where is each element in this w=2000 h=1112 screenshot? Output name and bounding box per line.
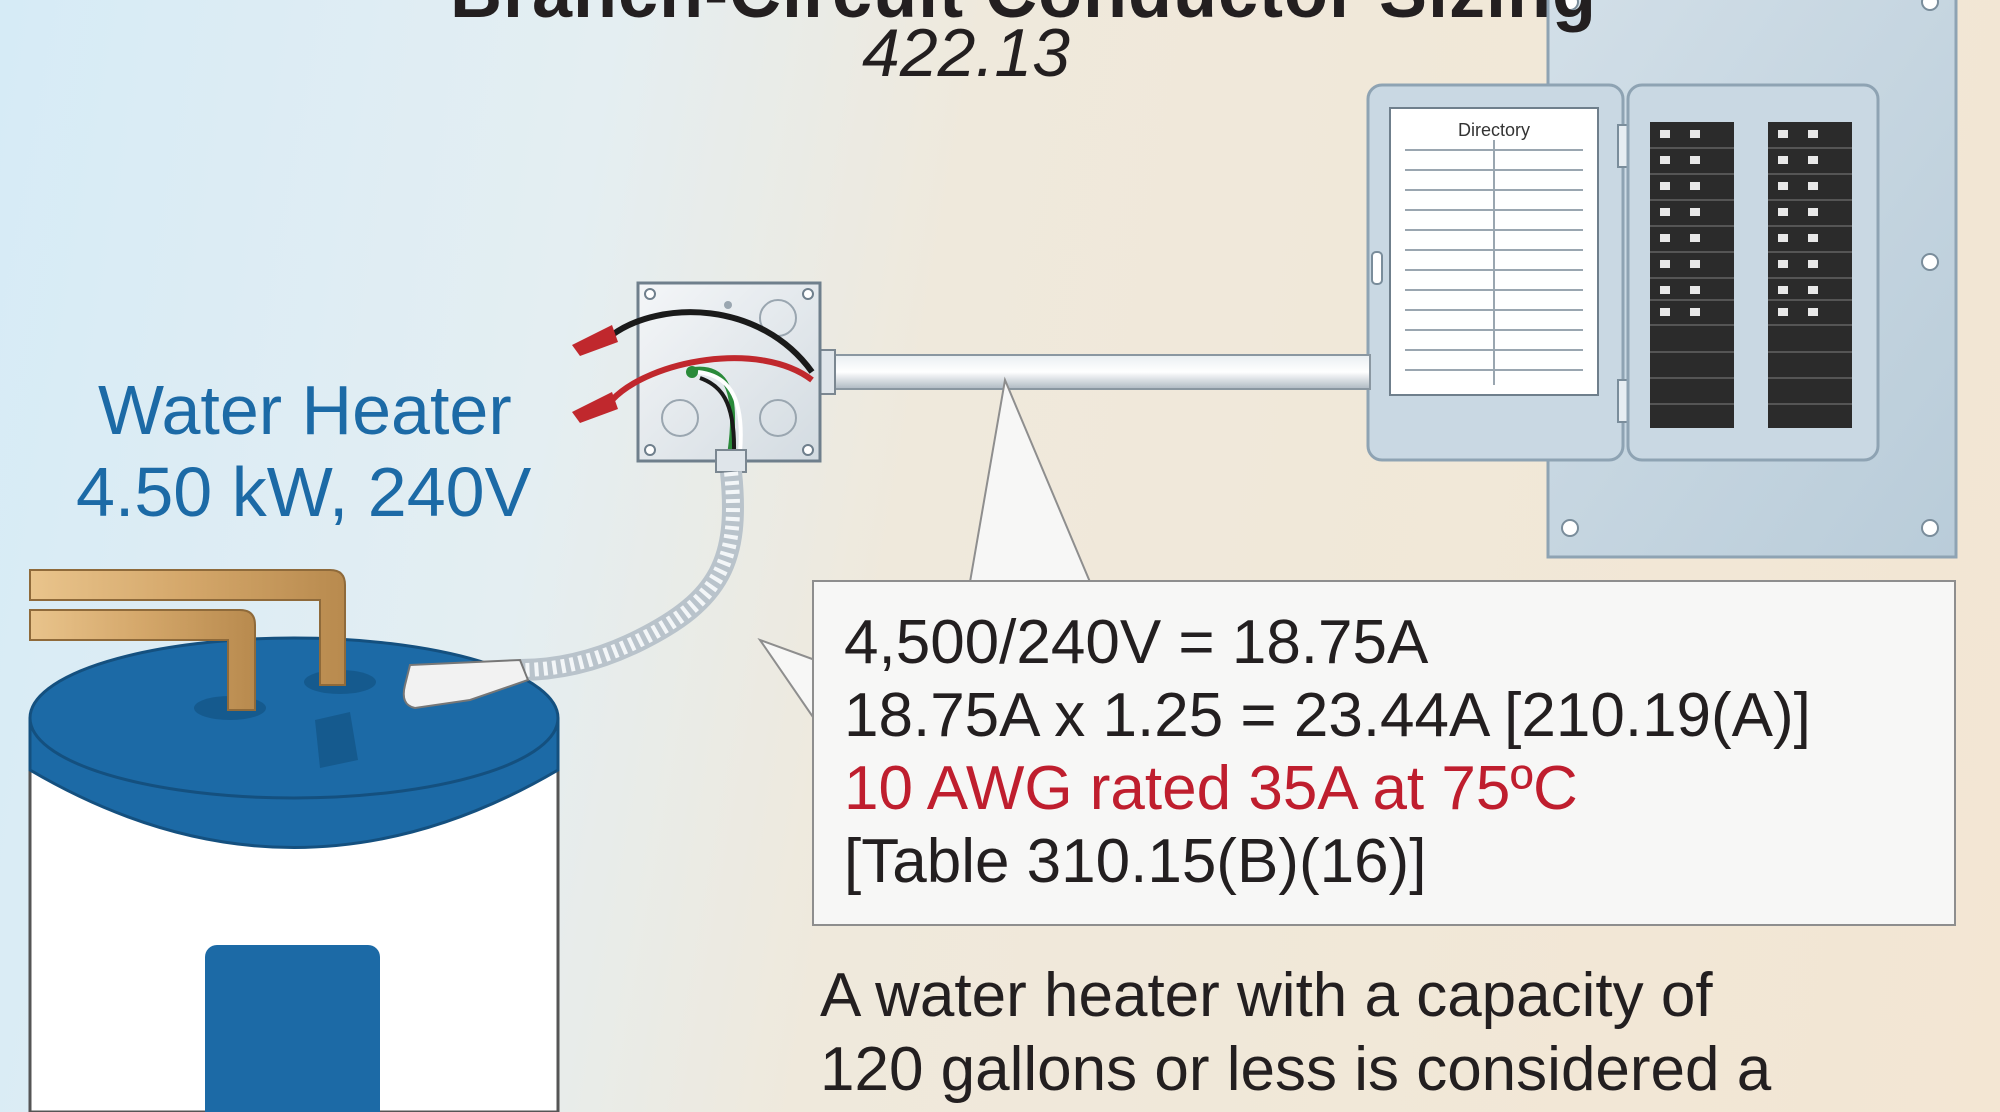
- knockout-icon: [759, 399, 797, 437]
- cold-pipe: [29, 609, 256, 711]
- screw-icon: [1921, 0, 1939, 11]
- calculation-callout: 4,500/240V = 18.75A 18.75A x 1.25 = 23.4…: [812, 580, 1956, 926]
- note-line: A water heater with a capacity of: [820, 961, 1713, 1030]
- calc-line-table-ref: [Table 310.15(B)(16)]: [844, 827, 1427, 896]
- note-line: 120 gallons or less is considered a: [820, 1035, 1772, 1104]
- panelboard: [1366, 0, 1958, 559]
- junction-box: [572, 281, 822, 473]
- calc-line-continuous-load: 18.75A x 1.25 = 23.44A [210.19(A)]: [844, 681, 1811, 750]
- code-reference: 422.13: [862, 15, 1070, 91]
- calc-line-conductor: 10 AWG rated 35A at 75ºC: [844, 754, 1578, 823]
- directory-label: Directory: [1458, 120, 1531, 140]
- screw-icon: [1561, 519, 1579, 537]
- door-latch: [1371, 251, 1383, 285]
- water-heater: [28, 569, 560, 1112]
- flexible-conduit: [519, 470, 744, 681]
- water-heater-rating: 4.50 kW, 240V: [76, 453, 532, 531]
- screw-icon: [1561, 0, 1579, 11]
- black-wire: [610, 309, 815, 374]
- screw-icon: [1921, 519, 1939, 537]
- breaker-column-right: [1768, 122, 1852, 428]
- wire-nut-icon: [572, 392, 618, 423]
- screw-icon: [1921, 253, 1939, 271]
- diagram-title: Branch-Circuit Conductor Sizing: [450, 0, 1597, 34]
- callout-pointer-left: [757, 637, 816, 724]
- red-wire: [609, 355, 814, 403]
- conduit: [804, 349, 1371, 395]
- callout-pointer-up: [968, 376, 1092, 583]
- water-heater-label: Water Heater: [98, 371, 512, 449]
- knockout-icon: [661, 399, 699, 437]
- breaker-column-left: [1650, 122, 1734, 428]
- hot-pipe: [29, 569, 346, 686]
- wire-nut-icon: [572, 325, 618, 356]
- heater-junction-cover: [402, 658, 530, 710]
- access-panel: [205, 945, 380, 1112]
- calc-line-current: 4,500/240V = 18.75A: [844, 608, 1429, 677]
